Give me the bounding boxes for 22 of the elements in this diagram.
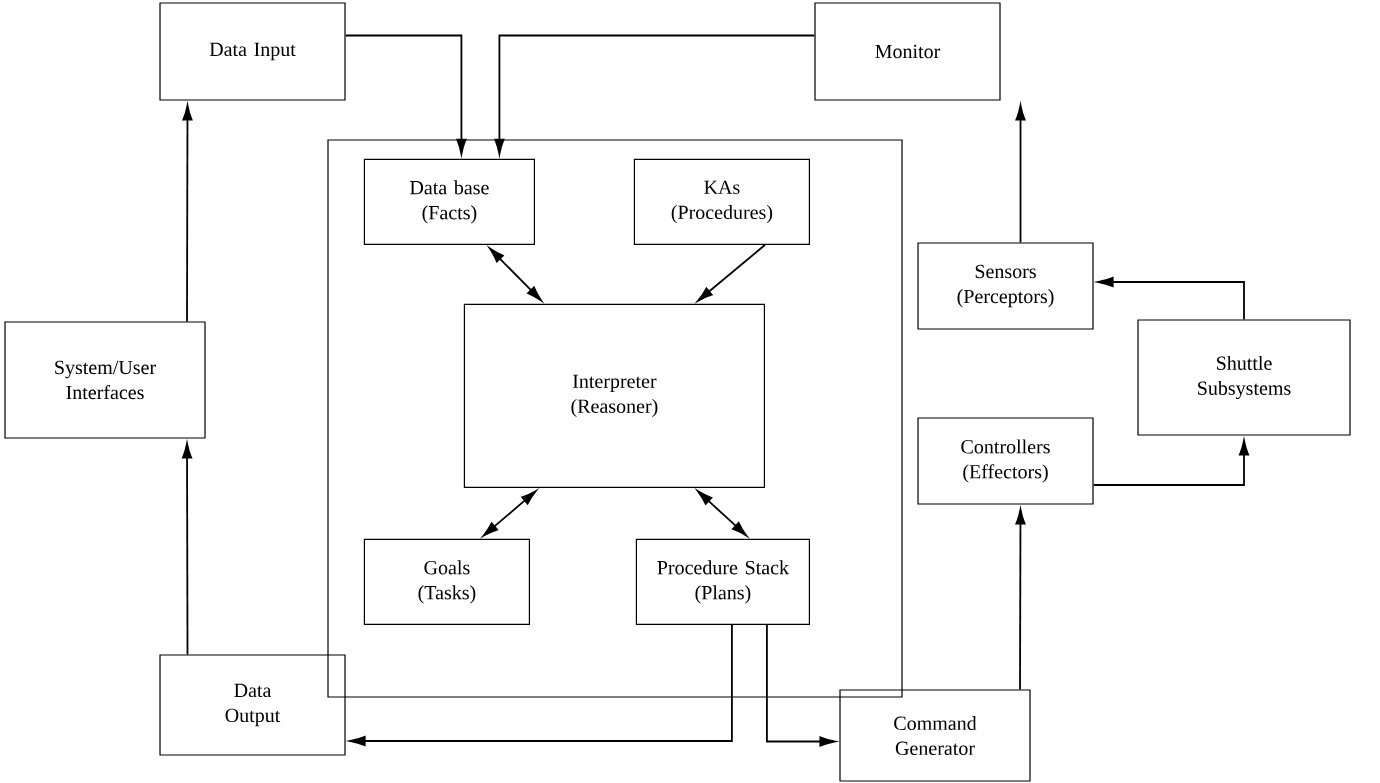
process-box: Data Output bbox=[159, 654, 346, 756]
arrow bbox=[1097, 276, 1245, 321]
process-box: Goals (Tasks) bbox=[363, 538, 530, 625]
system-frame bbox=[327, 139, 903, 698]
process-box: System/User Interfaces bbox=[4, 321, 206, 439]
process-box: Data Input bbox=[159, 2, 346, 101]
arrow bbox=[697, 490, 748, 537]
arrow bbox=[697, 244, 766, 302]
process-box: Shuttle Subsystems bbox=[1137, 319, 1351, 436]
process-box: Interpreter (Reasoner) bbox=[463, 303, 765, 488]
arrow bbox=[349, 624, 733, 747]
arrow bbox=[489, 247, 542, 302]
process-box: Monitor bbox=[814, 2, 1001, 101]
process-box: Command Generator bbox=[839, 689, 1031, 782]
process-box: Controllers (Effectors) bbox=[917, 417, 1094, 505]
process-box: Sensors (Perceptors) bbox=[917, 242, 1094, 330]
arrow bbox=[1092, 439, 1250, 486]
process-box: Data base (Facts) bbox=[363, 158, 535, 245]
process-box: KAs (Procedures) bbox=[633, 158, 810, 245]
arrow bbox=[482, 490, 537, 537]
arrow bbox=[182, 442, 193, 656]
process-box: Procedure Stack (Plans) bbox=[635, 538, 810, 625]
